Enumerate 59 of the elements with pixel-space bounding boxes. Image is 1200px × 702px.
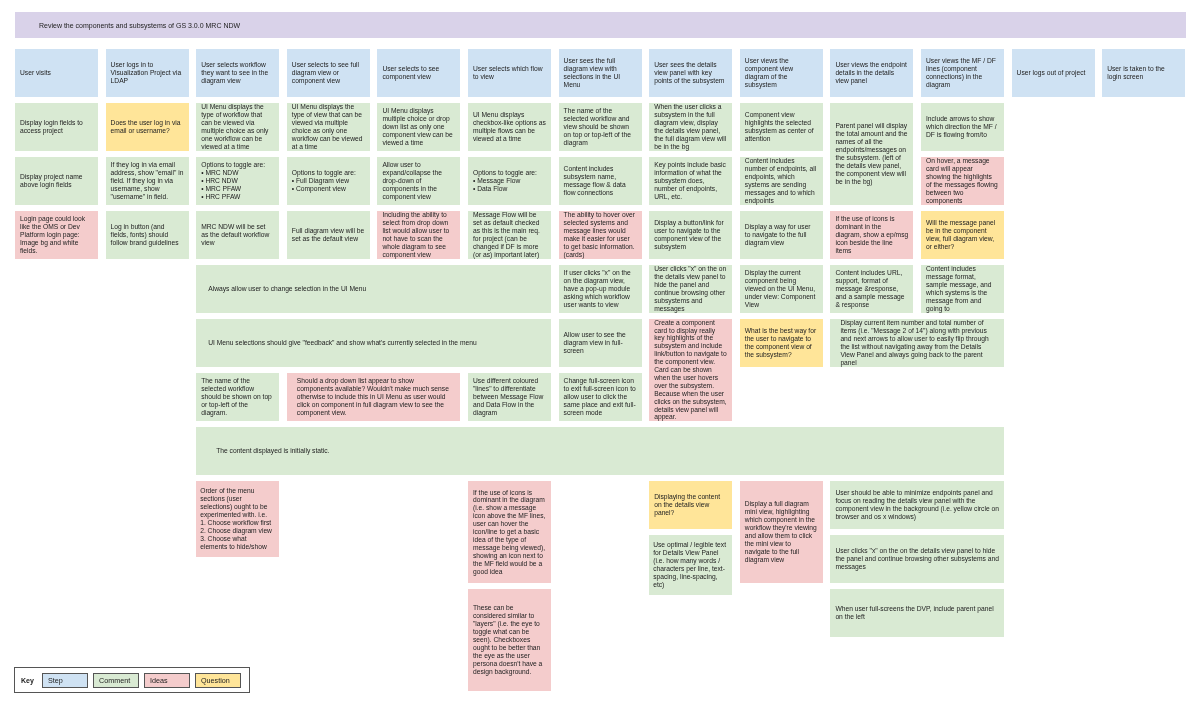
comment-note [739, 265, 823, 313]
comment-note [196, 157, 280, 205]
comment-note [558, 319, 642, 367]
comment-note [377, 157, 461, 205]
comment-note [558, 157, 642, 205]
comment-note [830, 589, 1004, 637]
step-note [105, 49, 189, 97]
comment-note [196, 319, 551, 367]
comment-note [649, 157, 733, 205]
step-note [558, 49, 642, 97]
step-note [1102, 49, 1186, 97]
idea-note [196, 481, 280, 557]
comment-note [15, 157, 98, 205]
comment-note [921, 265, 1004, 313]
comment-note [377, 103, 461, 151]
comment-note [830, 481, 1004, 529]
comment-note [286, 211, 370, 259]
step-note [1011, 49, 1095, 97]
comment-note [196, 103, 280, 151]
step-note [15, 49, 98, 97]
comment-note [15, 103, 98, 151]
comment-note [468, 103, 551, 151]
comment-note [196, 211, 280, 259]
comment-note [558, 265, 642, 313]
comment-note [830, 535, 1004, 583]
step-note [739, 49, 823, 97]
idea-note [468, 481, 551, 583]
question-note [921, 211, 1004, 259]
question-note [739, 319, 823, 367]
question-note [649, 481, 733, 529]
step-note [468, 49, 551, 97]
idea-note [15, 211, 98, 259]
idea-note [377, 211, 461, 259]
step-note [286, 49, 370, 97]
comment-note [196, 427, 1004, 475]
comment-note [830, 103, 914, 205]
step-note [196, 49, 280, 97]
step-note [830, 49, 914, 97]
comment-note [468, 211, 551, 259]
comment-note [739, 103, 823, 151]
comment-note [286, 157, 370, 205]
comment-note [468, 157, 551, 205]
comment-note [558, 103, 642, 151]
comment-note [649, 535, 733, 595]
comment-note [739, 211, 823, 259]
comment-note [468, 373, 551, 421]
step-note [377, 49, 461, 97]
step-note [649, 49, 733, 97]
idea-note [739, 481, 823, 583]
question-note [105, 103, 189, 151]
idea-note [286, 373, 461, 421]
comment-note [196, 265, 551, 313]
comment-note [830, 265, 914, 313]
comment-note [196, 373, 280, 421]
comment-note [105, 211, 189, 259]
comment-note [921, 103, 1004, 151]
idea-note [468, 589, 551, 691]
step-note [921, 49, 1004, 97]
comment-note [649, 211, 733, 259]
